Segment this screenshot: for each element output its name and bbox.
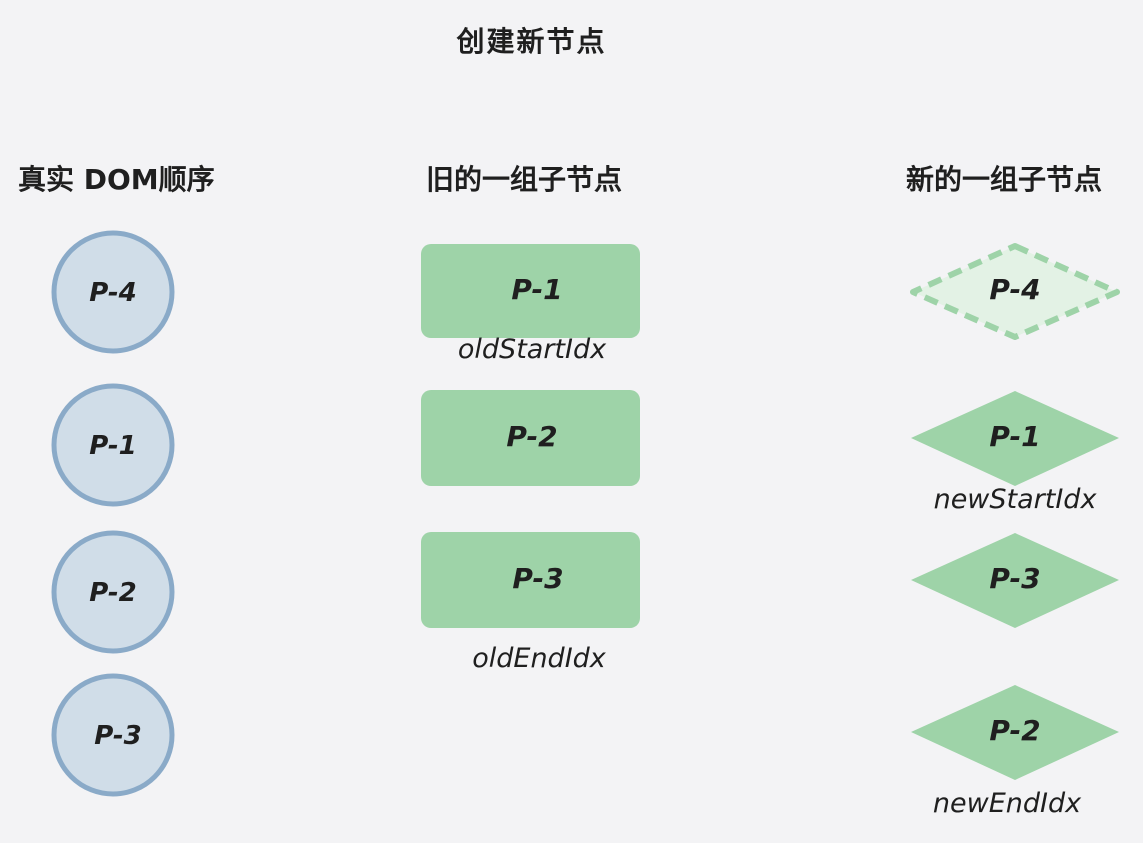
real-dom-node-label: P-2 (89, 578, 136, 608)
old-node-rect (421, 532, 640, 628)
old-node-label: P-1 (511, 273, 562, 306)
new-node-diamond (911, 391, 1119, 486)
new-child-node: P-2 (911, 685, 1119, 780)
diagram-title: 创建新节点 (456, 25, 607, 58)
new-children-header: 新的一组子节点 (906, 163, 1103, 196)
real-dom-node-label: P-1 (89, 431, 136, 461)
real-dom-node: P-4 (51, 230, 175, 354)
new-node-label: P-4 (989, 273, 1040, 306)
old-end-idx-label: oldEndIdx (472, 643, 607, 674)
new-node-diamond-dashed (910, 243, 1120, 340)
old-start-idx-label: oldStartIdx (458, 334, 607, 365)
new-end-idx-label: newEndIdx (933, 788, 1082, 819)
real-dom-node: P-2 (51, 530, 175, 654)
circle-shape (51, 383, 175, 507)
real-dom-header: 真实 DOM顺序 (18, 163, 215, 196)
old-child-node: P-2 (421, 390, 640, 486)
circle-shape (51, 673, 175, 797)
new-child-node-created: P-4 (910, 243, 1120, 340)
real-dom-node: P-3 (51, 673, 175, 797)
new-node-label: P-3 (989, 562, 1040, 595)
circle-shape (51, 530, 175, 654)
old-node-label: P-3 (512, 562, 563, 595)
new-child-node: P-3 (911, 533, 1119, 628)
real-dom-node-label: P-3 (94, 721, 141, 751)
new-node-label: P-2 (989, 714, 1040, 747)
new-start-idx-label: newStartIdx (934, 484, 1098, 515)
new-node-diamond (911, 685, 1119, 780)
old-child-node: P-3 (421, 532, 640, 628)
old-child-node: P-1 (421, 244, 640, 338)
new-child-node: P-1 (911, 391, 1119, 486)
old-children-header: 旧的一组子节点 (426, 163, 623, 196)
old-node-rect (421, 390, 640, 486)
new-node-diamond (911, 533, 1119, 628)
old-node-rect (421, 244, 640, 338)
circle-shape (51, 230, 175, 354)
old-node-label: P-2 (506, 420, 557, 453)
real-dom-node-label: P-4 (89, 278, 136, 308)
real-dom-node: P-1 (51, 383, 175, 507)
new-node-label: P-1 (989, 420, 1040, 453)
